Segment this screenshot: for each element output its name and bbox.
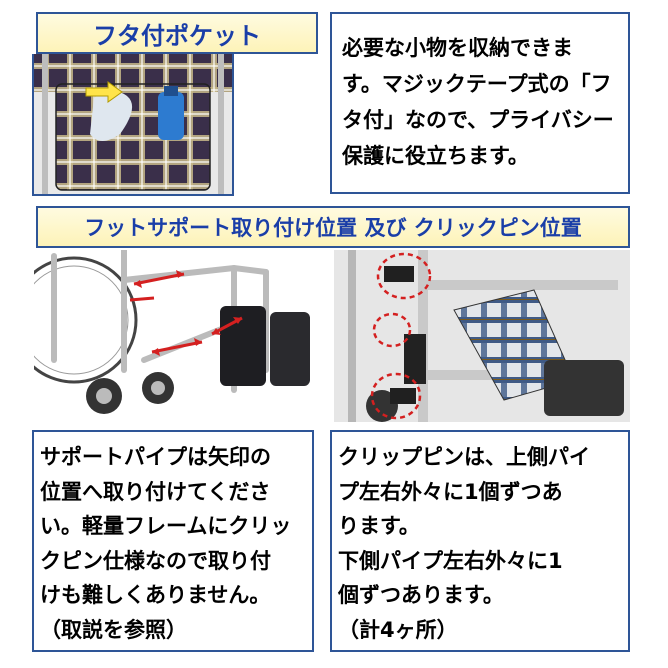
click-pin-line: （計4ヶ所） <box>338 617 458 642</box>
support-pipe-line: サポートパイプは矢印の <box>40 445 271 469</box>
pocket-description-box <box>330 12 630 194</box>
pocket-description-line: 保護に役立ちます。 <box>342 144 529 168</box>
support-pipe-text: サポートパイプは矢印の 位置へ取り付けてくださ い。軽量フレームにクリッ クピン… <box>40 440 312 647</box>
support-pipe-line: クピン仕様なので取り付 <box>40 548 271 573</box>
click-pin-text: クリップピンは、上側パイ プ左右外々に1個ずつあ ります。 下側パイプ左右外々に… <box>338 440 628 647</box>
click-pin-line: プ左右外々に1個ずつあ <box>338 479 563 504</box>
click-pin-line: 下側パイプ左右外々に1 <box>338 548 563 573</box>
support-pipe-line: い。軽量フレームにクリッ <box>40 514 292 538</box>
click-pin-line: ります。 <box>338 514 420 538</box>
pocket-description-line: 必要な小物を収納できま <box>342 36 573 60</box>
footsupport-title-text: フットサポート取り付け位置 及び クリックピン位置 <box>84 216 582 240</box>
footrest-photo <box>34 250 318 422</box>
support-pipe-line: （取説を参照） <box>40 617 187 642</box>
pocket-description-line: タ付」なので、プライバシー <box>342 108 614 132</box>
support-pipe-line: 位置へ取り付けてくださ <box>40 479 271 504</box>
support-pipe-box <box>32 430 314 652</box>
click-pin-line: 個ずつあります。 <box>338 583 504 607</box>
pocket-description: 必要な小物を収納できま す。マジックテープ式の「フ タ付」なので、プライバシー … <box>342 30 624 174</box>
click-pin-line: クリップピンは、上側パイ <box>338 445 590 469</box>
pocket-description-line: す。マジックテープ式の「フ <box>342 72 612 96</box>
support-pipe-line: けも難しくありません。 <box>40 583 271 607</box>
pocket-title: フタ付ポケット <box>36 12 318 54</box>
footsupport-title: フットサポート取り付け位置 及び クリックピン位置 <box>36 206 630 248</box>
click-pin-box <box>330 430 630 652</box>
pocket-photo <box>32 54 234 196</box>
pocket-title-text: フタ付ポケット <box>93 21 261 50</box>
clickpin-photo <box>334 250 630 422</box>
